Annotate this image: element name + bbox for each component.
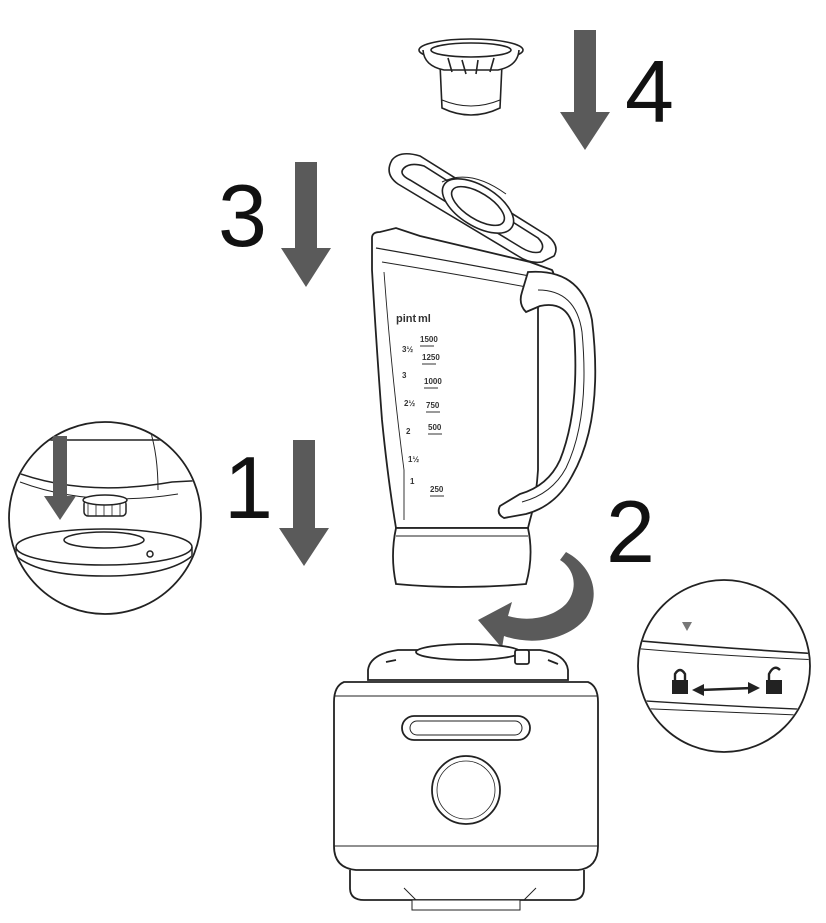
scale-left-mark: 2½ <box>404 399 415 408</box>
scale-header-ml: ml <box>418 313 431 325</box>
step-number-4: 4 <box>625 42 674 141</box>
step-number-3: 3 <box>218 166 267 265</box>
coupling-detail <box>8 421 202 615</box>
scale-right-mark: 500 <box>428 423 442 432</box>
scale-right-mark: 250 <box>430 485 444 494</box>
measuring-cap <box>418 38 524 116</box>
double-arrow-icon <box>692 682 760 696</box>
scale-left-mark: 3 <box>402 371 407 380</box>
scale-right-mark: 1250 <box>422 353 440 362</box>
lock-detail <box>637 579 811 753</box>
scale-left-mark: 1 <box>410 477 415 486</box>
scale-right-mark: 1000 <box>424 377 442 386</box>
scale-left-mark: 1½ <box>408 455 419 464</box>
padlock-open-icon <box>766 666 782 694</box>
jar-lid <box>388 152 557 264</box>
step-number-1: 1 <box>224 438 273 537</box>
control-knob <box>431 755 501 825</box>
blender-jar <box>371 227 597 588</box>
scale-header-pint: pint <box>396 313 416 325</box>
step-4-arrow <box>560 30 610 150</box>
step-2-curved-arrow <box>478 552 594 648</box>
scale-left-mark: 2 <box>406 427 411 436</box>
coupling-detail-arrow <box>44 436 76 520</box>
padlock-closed-icon <box>672 668 688 694</box>
jar-scale: pint ml 3½ 3 2½ 2 1½ 1 1500 1250 1000 75… <box>396 313 444 497</box>
scale-right-mark: 1500 <box>420 335 438 344</box>
scale-left-mark: 3½ <box>402 345 413 354</box>
step-3-arrow <box>281 162 331 287</box>
alignment-marker-icon <box>682 622 692 631</box>
step-1-arrow <box>279 440 329 566</box>
step-number-2: 2 <box>606 482 655 581</box>
scale-right-mark: 750 <box>426 401 440 410</box>
